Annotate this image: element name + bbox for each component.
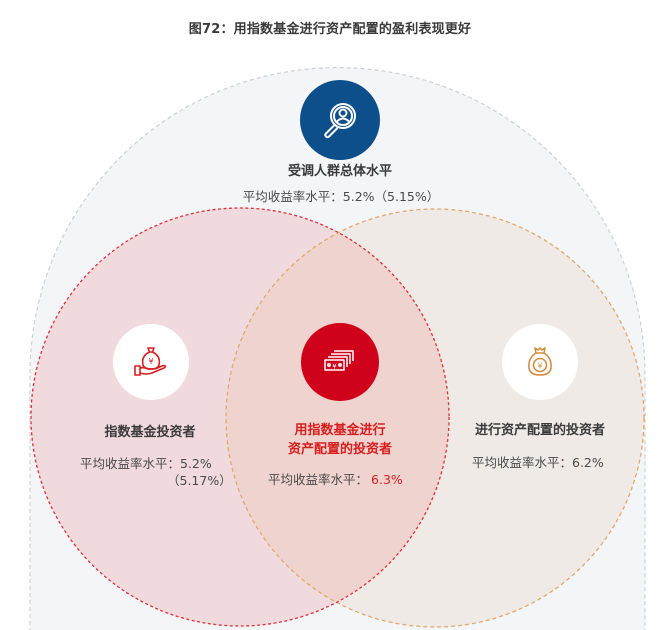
- index-fund-label: 指数基金投资者: [104, 425, 196, 440]
- overlap-area: [226, 209, 449, 626]
- index-fund-rate: 平均收益率水平：5.2%: [80, 456, 212, 471]
- index-fund-allocation-rate-prefix: 平均收益率水平：: [268, 472, 369, 487]
- index-fund-allocation-rate: 平均收益率水平：6.3%: [268, 469, 403, 488]
- index-fund-rate-detail: （5.17%）: [167, 473, 232, 488]
- index-fund-icon-badge: ¥: [113, 324, 189, 400]
- allocation-rate: 平均收益率水平：6.2%: [472, 455, 604, 470]
- figure-title: 图72：用指数基金进行资产配置的盈利表现更好: [188, 22, 472, 37]
- overall-rate: 平均收益率水平：5.2%（5.15%）: [242, 189, 440, 204]
- overall-icon-badge: [300, 80, 380, 160]
- svg-text:¥: ¥: [148, 357, 153, 366]
- money-bag-hand-icon: ¥: [134, 347, 167, 376]
- money-bag-icon: ¥: [528, 347, 552, 376]
- allocation-icon-badge: ¥: [502, 324, 578, 400]
- magnifier-person-icon: [324, 103, 356, 139]
- index-fund-allocation-label-line1: 用指数基金进行: [294, 423, 386, 438]
- svg-text:¥: ¥: [332, 363, 337, 371]
- svg-text:¥: ¥: [537, 362, 542, 371]
- index-fund-allocation-rate-value: 6.3%: [371, 472, 403, 487]
- index-fund-allocation-icon-badge: ¥: [301, 323, 379, 401]
- index-fund-allocation-label-line2: 资产配置的投资者: [287, 442, 392, 457]
- banknotes-icon: ¥: [324, 350, 354, 371]
- overall-label: 受调人群总体水平: [287, 164, 392, 179]
- allocation-label: 进行资产配置的投资者: [474, 423, 605, 438]
